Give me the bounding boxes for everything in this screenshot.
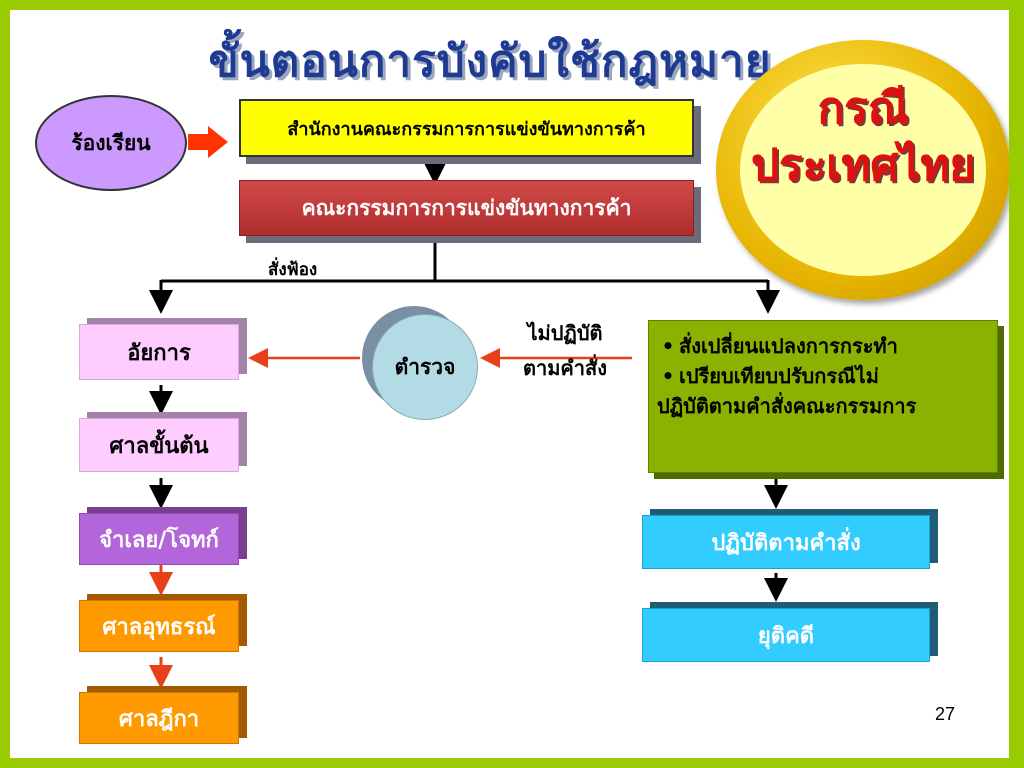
bullet-icon: • (661, 364, 675, 388)
order-bullet-1: •สั่งเปลี่ยนแปลงการกระทำ (657, 331, 989, 361)
node-label: จำเลย/โจทก์ (79, 513, 239, 565)
not-comply-label: ไม่ปฏิบัติ ตามคำสั่ง (500, 316, 630, 386)
node-label: ศาลขั้นต้น (79, 418, 239, 472)
node-label: ศาลอุทธรณ์ (79, 600, 239, 652)
order-text-2: เปรียบเทียบปรับกรณีไม่ (679, 364, 879, 388)
order-bullet-2-cont: ปฏิบัติตามคำสั่งคณะกรรมการ (657, 394, 917, 418)
defendant-plaintiff-node: จำเลย/โจทก์ (79, 507, 247, 565)
page-number: 27 (935, 704, 956, 724)
office-node: สำนักงานคณะกรรมการการแข่งขันทางการค้า (239, 99, 694, 157)
order-text-1: สั่งเปลี่ยนแปลงการกระทำ (679, 334, 898, 358)
prosecutor-node: อัยการ (79, 318, 247, 380)
not-comply-line-2: ตามคำสั่ง (523, 356, 607, 380)
police-node: ตำรวจ (372, 314, 478, 420)
badge-text: กรณี ประเทศไทย (716, 80, 1009, 194)
comply-order-node: ปฏิบัติตามคำสั่ง (642, 509, 938, 569)
node-label: ยุติคดี (642, 608, 930, 662)
node-label: ศาลฎีกา (79, 692, 239, 744)
slide: ขั้นตอนการบังคับใช้กฎหมาย กรณี ประเทศไทย… (10, 10, 1009, 758)
not-comply-line-1: ไม่ปฏิบัติ (527, 321, 603, 345)
court-appeal-node: ศาลอุทธรณ์ (79, 594, 247, 652)
case-closed-node: ยุติคดี (642, 602, 938, 662)
block-arrow-icon (188, 126, 228, 158)
prosecute-label: สั่งฟ้อง (268, 260, 318, 280)
committee-node: คณะกรรมการการแข่งขันทางการค้า (239, 180, 694, 236)
order-bullet-2: •เปรียบเทียบปรับกรณีไม่ (657, 361, 989, 391)
badge-line-1: กรณี (817, 83, 909, 134)
node-label: อัยการ (79, 324, 239, 380)
node-label: ปฏิบัติตามคำสั่ง (642, 515, 930, 569)
slide-title: ขั้นตอนการบังคับใช้กฎหมาย (208, 36, 772, 87)
connector-lines (149, 157, 788, 689)
badge-line-2: ประเทศไทย (750, 140, 976, 192)
court-first-instance-node: ศาลขั้นต้น (79, 412, 247, 472)
badge-center (740, 64, 986, 276)
committee-orders-box: •สั่งเปลี่ยนแปลงการกระทำ •เปรียบเทียบปรั… (648, 320, 998, 473)
supreme-court-node: ศาลฎีกา (79, 686, 247, 744)
bullet-icon: • (661, 334, 675, 358)
complaint-node: ร้องเรียน (35, 95, 187, 191)
